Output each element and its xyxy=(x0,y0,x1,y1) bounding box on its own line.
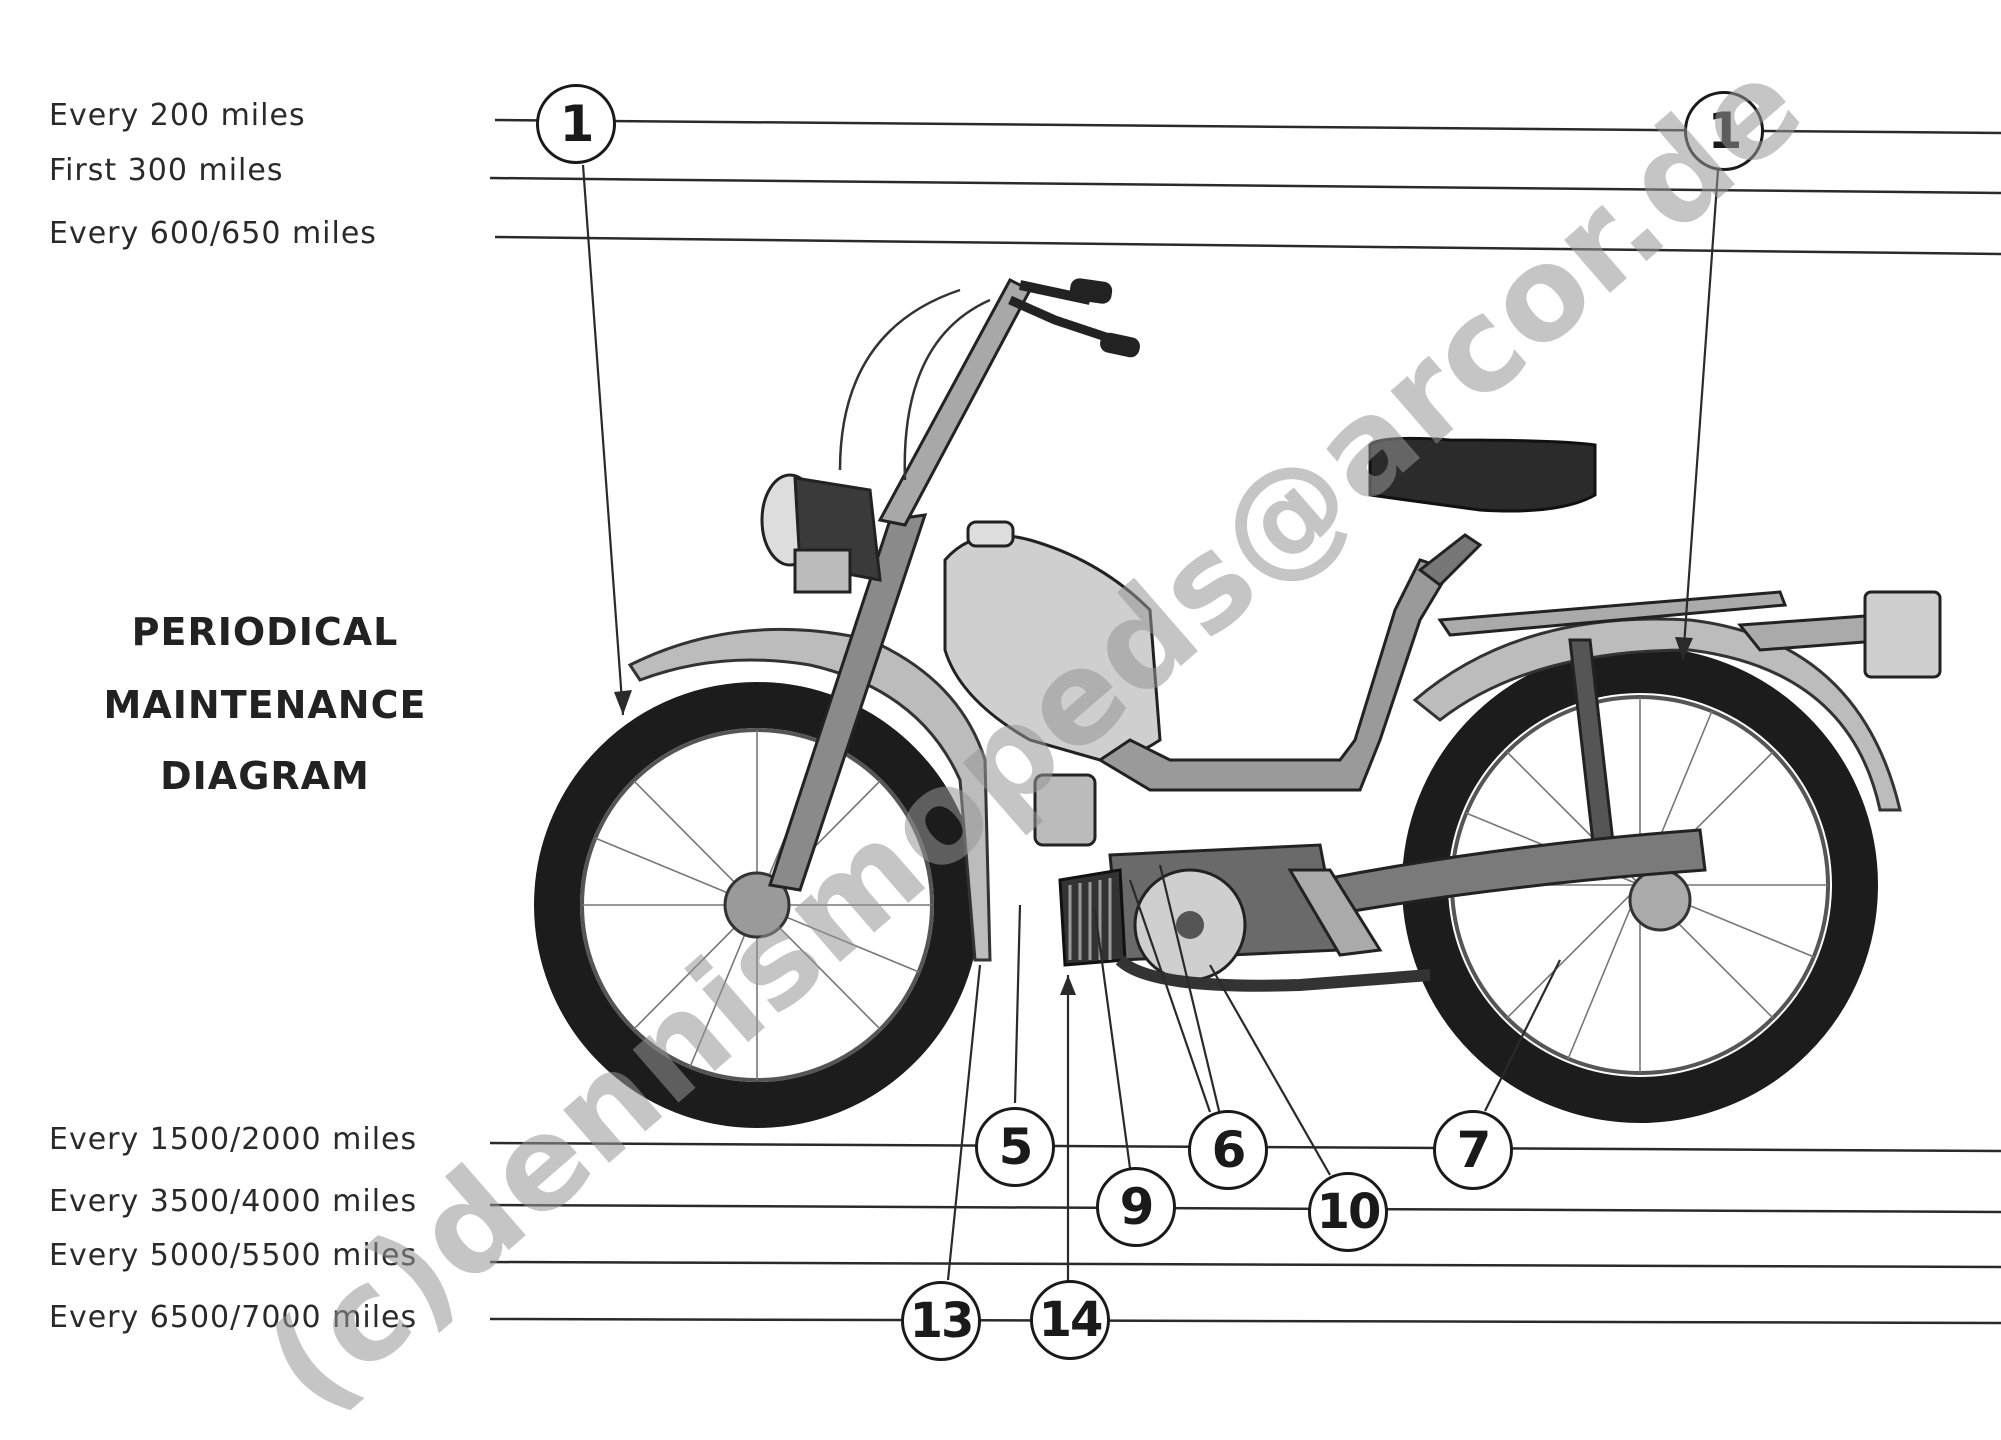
leader-1-rear xyxy=(1681,169,1720,661)
callout-7: 7 xyxy=(1433,1110,1513,1190)
leader-6b xyxy=(1158,864,1222,1116)
title-line-3: DIAGRAM xyxy=(160,754,370,798)
leader-9 xyxy=(1093,909,1132,1169)
rule-600 xyxy=(494,235,2001,256)
title-line-1: PERIODICAL xyxy=(131,610,399,654)
leader-1-front xyxy=(581,164,625,716)
interval-label-300: First 300 miles xyxy=(49,153,284,188)
interval-label-1500: Every 1500/2000 miles xyxy=(49,1122,418,1157)
callout-6: 6 xyxy=(1188,1110,1268,1190)
leader-5 xyxy=(1013,904,1022,1104)
leader-6a xyxy=(1128,879,1212,1113)
rule-3500 xyxy=(489,1203,2001,1214)
leader-10 xyxy=(1209,964,1331,1176)
interval-label-600: Every 600/650 miles xyxy=(49,216,377,251)
callout-13: 13 xyxy=(901,1281,981,1361)
rule-200 xyxy=(494,118,2001,135)
interval-label-6500: Every 6500/7000 miles xyxy=(49,1300,418,1335)
callout-10: 10 xyxy=(1308,1172,1388,1252)
callout-9: 9 xyxy=(1096,1167,1176,1247)
callout-5: 5 xyxy=(975,1107,1055,1187)
maintenance-diagram-drawing xyxy=(489,118,2001,1325)
leader-7 xyxy=(1484,959,1561,1112)
interval-label-200: Every 200 miles xyxy=(49,98,306,133)
interval-label-5000: Every 5000/5500 miles xyxy=(49,1238,418,1273)
rule-6500 xyxy=(489,1317,2001,1325)
callout-1-front: 1 xyxy=(536,84,616,164)
interval-label-3500: Every 3500/4000 miles xyxy=(49,1184,418,1219)
moped-illustration xyxy=(534,278,1942,1128)
title-line-2: MAINTENANCE xyxy=(103,683,427,727)
front-tire xyxy=(534,682,980,1128)
rule-5000 xyxy=(489,1260,2001,1269)
callout-14: 14 xyxy=(1030,1280,1110,1360)
callout-1-rear: 1 xyxy=(1684,91,1764,171)
rule-300 xyxy=(489,176,2001,195)
leader-13 xyxy=(946,964,982,1281)
